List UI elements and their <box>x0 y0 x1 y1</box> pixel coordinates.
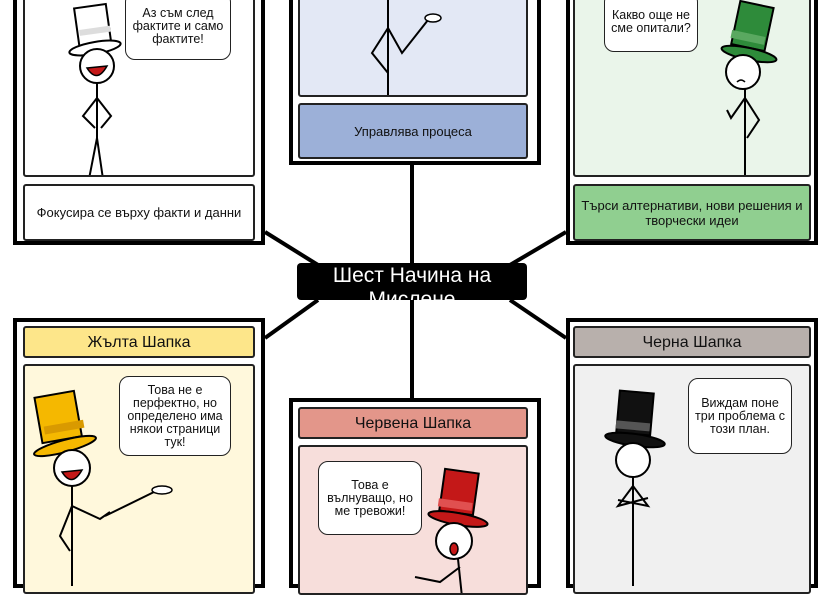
stick-figure-blue-hat <box>370 0 442 95</box>
black-hat-card: Черна Шапка Виждам поне три проблема с т… <box>566 318 818 594</box>
connectors <box>263 165 568 398</box>
blue-hat-scene <box>298 0 528 97</box>
blue-hat-card: Управлява процеса <box>289 0 541 165</box>
white-hat-card: Аз съм след фактите и само фактите! Фоку… <box>13 0 265 245</box>
blue-hat-caption: Управлява процеса <box>298 103 528 159</box>
black-hat-header: Черна Шапка <box>573 326 811 358</box>
white-hat-speech-bubble: Аз съм след фактите и само фактите! <box>125 0 231 60</box>
yellow-hat-speech-bubble: Това не е перфектно, но определено има н… <box>119 376 231 456</box>
yellow-hat-card: Жълта Шапка Това не е перфектно, но опре… <box>13 318 265 594</box>
white-hat-caption: Фокусира се върху факти и данни <box>23 184 255 241</box>
stick-figure-yellow-hat <box>33 389 173 586</box>
green-hat-scene: Какво още не сме опитали? <box>573 0 811 177</box>
yellow-hat-scene: Това не е перфектно, но определено има н… <box>23 364 255 594</box>
black-hat-speech-bubble: Виждам поне три проблема с този план. <box>688 378 792 454</box>
red-hat-card: Червена Шапка Това е вълнуващо, но ме тр… <box>289 398 541 595</box>
stick-figure-white-hat <box>68 2 122 175</box>
white-hat-scene: Аз съм след фактите и само фактите! <box>23 0 255 177</box>
red-hat-header: Червена Шапка <box>298 407 528 439</box>
stick-figure-black-hat <box>604 389 666 586</box>
diagram-title: Шест Начина на Мислене <box>297 263 527 300</box>
black-hat-scene: Виждам поне три проблема с този план. <box>573 364 811 594</box>
yellow-hat-header: Жълта Шапка <box>23 326 255 358</box>
stick-figure-green-hat <box>720 0 778 175</box>
green-hat-speech-bubble: Какво още не сме опитали? <box>604 0 698 52</box>
red-hat-scene: Това е вълнуващо, но ме тревожи! <box>298 445 528 595</box>
green-hat-card: Какво още не сме опитали? Търси алтернат… <box>566 0 818 245</box>
red-hat-speech-bubble: Това е вълнуващо, но ме тревожи! <box>318 461 422 535</box>
stick-figure-red-hat <box>414 467 489 593</box>
green-hat-caption: Търси алтернативи, нови решения и творче… <box>573 184 811 241</box>
